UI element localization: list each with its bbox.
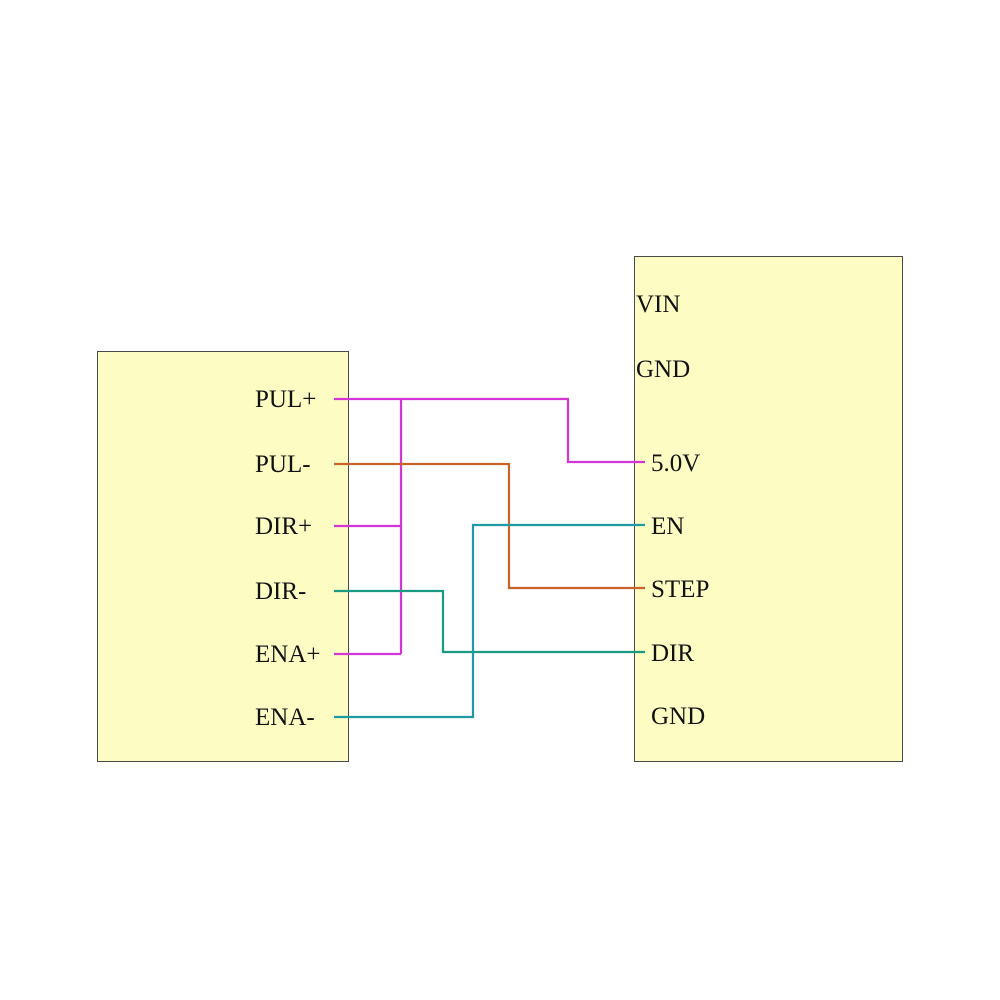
pin-label-ena-minus: ENA- — [255, 704, 315, 731]
pin-label-gnd-bottom: GND — [651, 703, 706, 730]
controller-board-block — [634, 256, 903, 762]
pin-label-pul-plus: PUL+ — [255, 386, 317, 413]
pin-label-dir-minus: DIR- — [255, 578, 307, 605]
pin-label-dir-plus: DIR+ — [255, 513, 313, 540]
pin-label-step: STEP — [651, 576, 710, 603]
pin-label-en: EN — [651, 513, 685, 540]
wire-dir-minus-to-dir — [334, 589, 645, 654]
pin-label-pul-minus: PUL- — [255, 451, 311, 478]
pin-label-5v: 5.0V — [651, 450, 701, 477]
pin-label-ena-plus: ENA+ — [255, 641, 321, 668]
wire-ena-minus-to-en — [334, 523, 645, 719]
pin-label-dir: DIR — [651, 640, 695, 667]
wire-pul-plus-to-5v — [334, 397, 645, 464]
stepper-driver-block — [97, 351, 349, 762]
pin-label-gnd-top: GND — [636, 356, 691, 383]
pin-label-vin: VIN — [636, 291, 681, 318]
